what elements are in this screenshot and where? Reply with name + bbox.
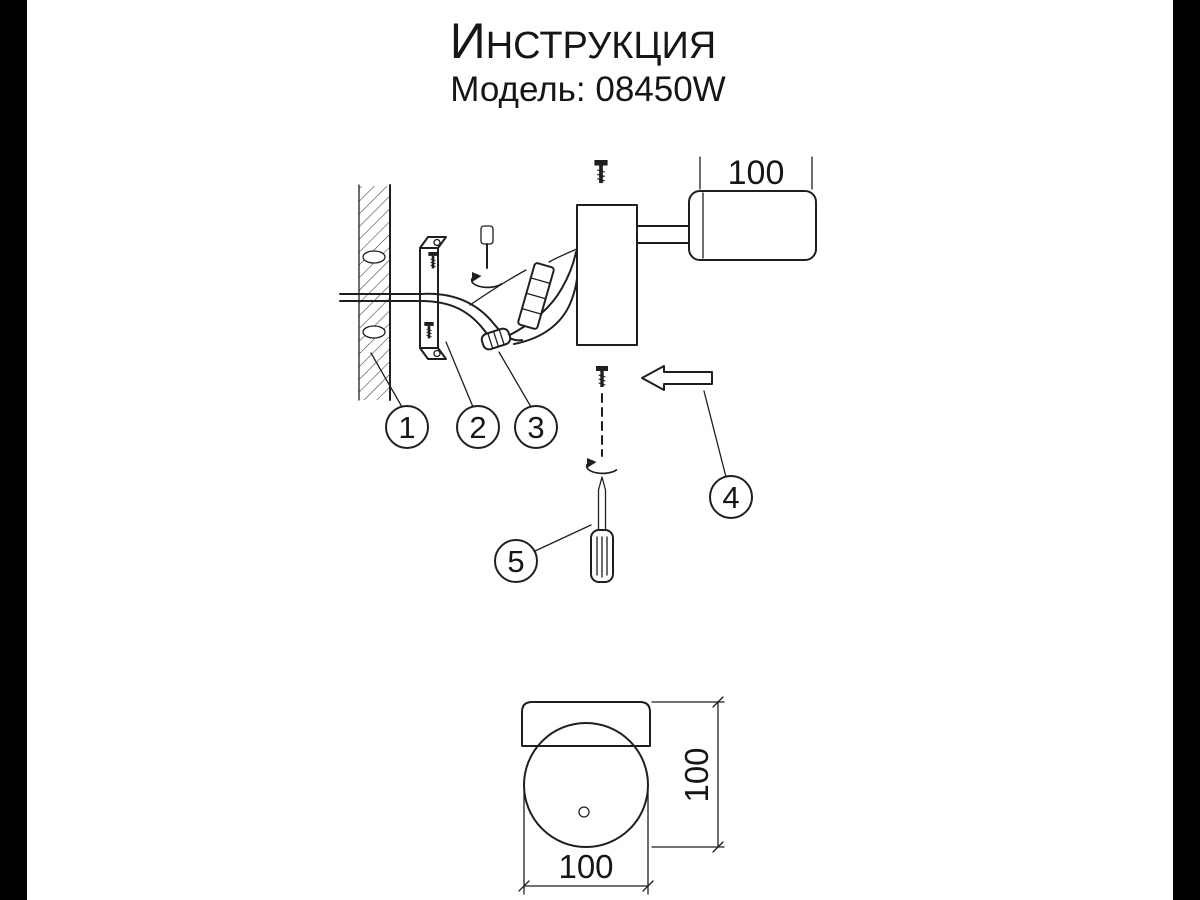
dim-tick xyxy=(642,880,654,892)
wire-sleeve xyxy=(517,262,555,330)
callout-number: 4 xyxy=(722,480,739,515)
callout-circle xyxy=(494,539,538,583)
wall-section xyxy=(358,184,391,401)
callout-leader xyxy=(534,524,592,552)
height-dimension: 100 xyxy=(651,696,725,853)
callout-number: 3 xyxy=(527,410,544,445)
callout-circle xyxy=(456,405,500,449)
front-view-button xyxy=(578,806,590,818)
large-screwdriver xyxy=(590,476,614,583)
dim-tick xyxy=(712,841,724,853)
callout-5: 5 xyxy=(494,524,592,583)
callout-1: 1 xyxy=(370,352,429,449)
callout-number: 2 xyxy=(469,410,486,445)
lamp-body xyxy=(576,204,638,346)
page-title-rest: НСТРУКЦИЯ xyxy=(486,25,717,67)
model-subtitle: Модель: 08450W xyxy=(450,70,725,109)
callout-2: 2 xyxy=(445,341,500,449)
wall-anchor xyxy=(362,325,386,339)
bracket-hole xyxy=(433,349,441,358)
page-title-initial: И xyxy=(450,13,486,69)
front-view: 100 100 xyxy=(518,696,725,895)
rotation-arrow-icon xyxy=(585,457,618,475)
bracket-top-tab xyxy=(419,236,447,249)
page-title: ИНСТРУКЦИЯ xyxy=(450,13,716,69)
right-black-border xyxy=(1173,0,1200,900)
dimension-label: 100 xyxy=(678,747,715,802)
bracket-bottom-tab xyxy=(419,347,447,360)
callout-number: 5 xyxy=(507,544,524,579)
wall-anchor xyxy=(362,250,386,264)
insert-arrow-icon xyxy=(641,365,713,391)
lamp-shade xyxy=(688,190,817,261)
front-view-canopy xyxy=(523,722,649,848)
front-view-shade xyxy=(521,701,651,747)
mounting-screw-top xyxy=(592,158,610,185)
callout-leader xyxy=(703,390,727,478)
callout-leader xyxy=(370,352,403,408)
callout-circle xyxy=(385,405,429,449)
dim-tick xyxy=(712,696,724,708)
shade-length-dimension: 100 xyxy=(699,154,813,192)
lamp-arm xyxy=(636,225,691,244)
callout-4: 4 xyxy=(703,390,753,519)
width-dimension: 100 xyxy=(518,791,654,895)
mounting-screw-bottom xyxy=(594,364,610,389)
wire-connector xyxy=(480,327,512,351)
callout-leader xyxy=(445,341,474,408)
bracket-hole xyxy=(433,238,441,247)
rotation-arrow-icon xyxy=(470,271,503,289)
dim-tick xyxy=(518,880,530,892)
callout-leader xyxy=(498,351,532,408)
callout-3: 3 xyxy=(498,351,558,449)
callout-circle xyxy=(514,405,558,449)
callout-number: 1 xyxy=(398,410,415,445)
dimension-label: 100 xyxy=(728,154,785,192)
supply-cable xyxy=(339,293,422,302)
small-screwdriver xyxy=(480,225,494,269)
assembly-view: 100 1 2 3 xyxy=(339,154,817,583)
callout-circle xyxy=(709,475,753,519)
screwdriver-handle xyxy=(480,225,494,245)
screwdriver-blade xyxy=(597,476,607,531)
left-black-border xyxy=(0,0,27,900)
mounting-bracket xyxy=(419,236,447,360)
dimension-label: 100 xyxy=(558,848,613,885)
